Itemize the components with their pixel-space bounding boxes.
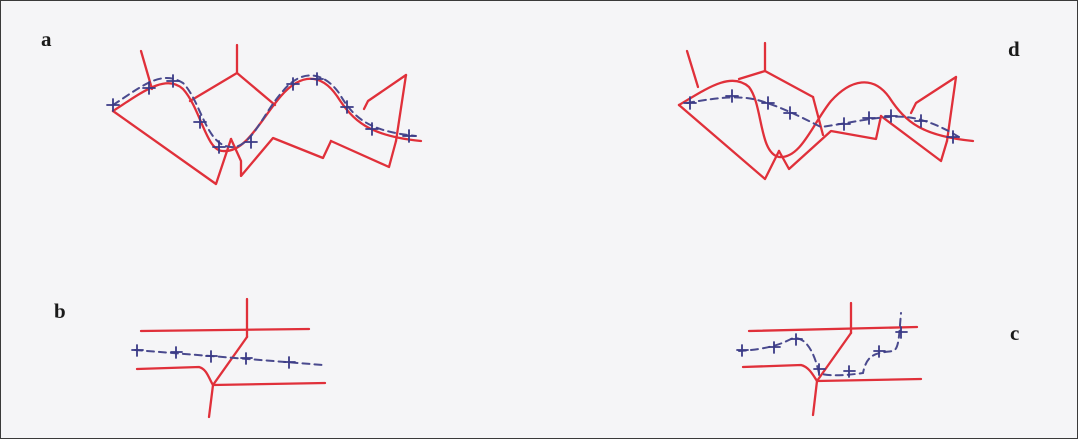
panel-b-path-markers bbox=[131, 344, 296, 369]
panel-d-sketch bbox=[677, 41, 975, 181]
panel-c-boundaries bbox=[741, 301, 923, 417]
panel-c-path bbox=[738, 312, 902, 377]
panel-a-sketch bbox=[106, 43, 423, 186]
panel-label-b: b bbox=[54, 299, 66, 323]
panel-d-path-markers bbox=[683, 89, 960, 144]
panel-label-d: d bbox=[1008, 37, 1020, 61]
panel-d-boundaries bbox=[677, 41, 975, 181]
panel-a-boundaries bbox=[111, 43, 423, 186]
panel-b-boundaries bbox=[135, 297, 327, 419]
panel-c-sketch bbox=[736, 301, 923, 417]
panel-a-path-markers bbox=[106, 72, 416, 154]
panel-c-path-markers bbox=[736, 326, 908, 378]
panel-a-path bbox=[112, 74, 417, 149]
panel-label-c: c bbox=[1010, 321, 1020, 345]
panel-label-a: a bbox=[41, 27, 52, 51]
panel-b-sketch bbox=[131, 297, 327, 419]
